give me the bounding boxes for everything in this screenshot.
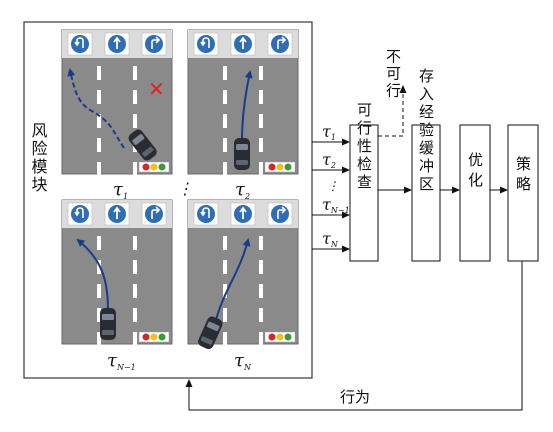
experience-buffer-box — [411, 124, 441, 262]
lane-mark — [259, 308, 263, 322]
lane-mark — [133, 308, 137, 322]
lane-mark — [223, 162, 227, 176]
trajectory-inputs: τ1 τ2 ⋮ τN−1 τN — [312, 122, 350, 253]
lane-mark — [97, 284, 101, 298]
lane-mark — [223, 332, 227, 346]
scenario-panel-tau-N — [187, 199, 299, 350]
trajectory-path — [241, 70, 253, 141]
optimize-box — [459, 124, 491, 262]
right-turn-sign-icon — [267, 202, 293, 226]
scenario-panel-tau-1: ✕ — [61, 29, 173, 176]
lane-mark — [223, 236, 227, 250]
traffic-light-icon — [264, 331, 296, 343]
input-label: τN — [322, 229, 339, 249]
traffic-light-icon — [138, 161, 170, 173]
lane-mark — [259, 66, 263, 80]
u-turn-sign-icon — [67, 32, 93, 56]
straight-sign-icon — [230, 32, 256, 56]
traffic-light-icon — [264, 161, 296, 173]
input-ellipsis: ⋮ — [327, 179, 339, 193]
straight-sign-icon — [104, 202, 130, 226]
right-turn-sign-icon — [141, 32, 167, 56]
policy-label: 策略 — [514, 156, 532, 196]
lane-mark — [97, 332, 101, 346]
lane-mark — [97, 66, 101, 80]
lane-mark — [133, 162, 137, 176]
car-icon — [198, 316, 223, 350]
lane-mark — [223, 90, 227, 104]
lane-mark — [97, 308, 101, 322]
infeasible-dashed-path — [378, 85, 407, 137]
lane-mark — [133, 114, 137, 128]
optimize-label: 优化 — [466, 152, 484, 192]
car-icon — [234, 138, 250, 170]
lane-mark — [259, 236, 263, 250]
policy-label-text: 策略 — [514, 156, 532, 196]
lane-mark — [133, 236, 137, 250]
trajectory-path — [215, 238, 251, 321]
car-icon — [100, 308, 116, 340]
scenario-panel-tau-2 — [187, 29, 299, 176]
lane-mark — [259, 114, 263, 128]
right-turn-sign-icon — [141, 202, 167, 226]
caption-tau-2: τ2 — [235, 179, 250, 201]
lane-mark — [223, 138, 227, 152]
lane-mark — [259, 138, 263, 152]
feasibility-check-label-text: 可行性检查 — [355, 102, 373, 192]
caption-tau-N: τN — [234, 350, 252, 372]
policy-box — [507, 124, 539, 262]
optimize-label-text: 优化 — [466, 152, 484, 192]
experience-buffer-label: 存入经验缓冲区 — [417, 68, 435, 194]
risk-module-box — [23, 21, 313, 379]
input-label: τ1 — [322, 122, 336, 142]
risk-module-label: 风险模块 — [29, 122, 48, 194]
lane-mark — [223, 308, 227, 322]
lane-mark — [133, 284, 137, 298]
lane-mark — [97, 236, 101, 250]
infeasible-label: 不可行 — [384, 49, 402, 100]
action-feedback-path — [185, 261, 523, 411]
u-turn-sign-icon — [193, 202, 219, 226]
action-label: 行为 — [340, 388, 370, 406]
lane-mark — [259, 90, 263, 104]
reject-mark: ✕ — [148, 77, 165, 101]
input-label: τN−1 — [322, 195, 350, 215]
lane-mark — [223, 260, 227, 274]
lane-mark — [133, 66, 137, 80]
lane-mark — [97, 90, 101, 104]
input-label: τ2 — [322, 150, 336, 170]
risk-module-label-text: 风险模块 — [29, 122, 48, 194]
experience-buffer-label-text: 存入经验缓冲区 — [417, 68, 435, 194]
lane-mark — [133, 90, 137, 104]
right-turn-sign-icon — [267, 32, 293, 56]
traffic-light-icon — [138, 331, 170, 343]
caption-tau-N-1: τN−1 — [107, 350, 136, 372]
lane-mark — [97, 114, 101, 128]
infeasible-label-text: 不可行 — [384, 49, 402, 100]
feasibility-check-label: 可行性检查 — [355, 102, 373, 192]
lane-mark — [223, 66, 227, 80]
lane-mark — [223, 114, 227, 128]
lane-mark — [259, 260, 263, 274]
u-turn-sign-icon — [67, 202, 93, 226]
car-icon — [128, 129, 157, 161]
straight-sign-icon — [104, 32, 130, 56]
trajectory-path — [67, 68, 125, 149]
u-turn-sign-icon — [193, 32, 219, 56]
caption-tau-1: τ1 — [113, 179, 128, 201]
lane-mark — [223, 284, 227, 298]
lane-mark — [259, 284, 263, 298]
lane-mark — [97, 162, 101, 176]
lane-mark — [259, 332, 263, 346]
trajectory-path — [76, 238, 109, 311]
panel-ellipsis: ⋮ — [177, 179, 193, 198]
feasibility-check-box — [349, 124, 379, 262]
scenario-panel-tau-N-1 — [61, 199, 173, 346]
lane-mark — [133, 332, 137, 346]
lane-mark — [97, 138, 101, 152]
lane-mark — [259, 162, 263, 176]
lane-mark — [133, 260, 137, 274]
straight-sign-icon — [230, 202, 256, 226]
